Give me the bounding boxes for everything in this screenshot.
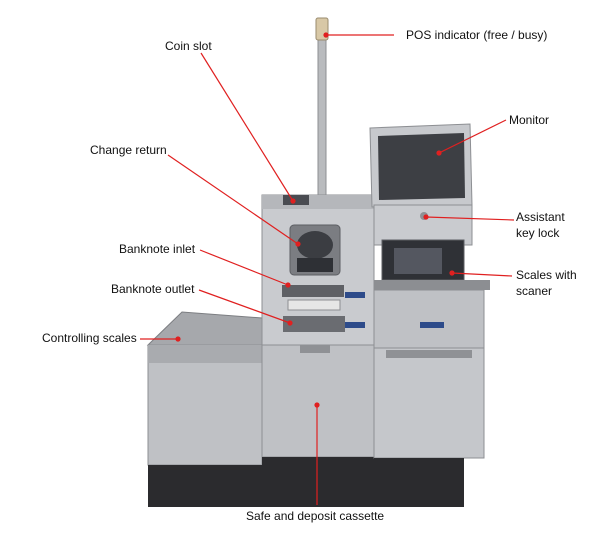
leader-coin-slot xyxy=(200,52,294,202)
pos-indicator-pole xyxy=(315,17,329,199)
label-safe-and-deposit-cassette: Safe and deposit cassette xyxy=(246,509,385,523)
controlling-scales-unit xyxy=(146,311,263,507)
label-assistant-key-lock-line1: Assistant xyxy=(516,210,565,224)
label-banknote-outlet: Banknote outlet xyxy=(111,282,195,296)
leader-scales-with-scaner xyxy=(451,272,513,277)
label-scales-with-scaner-line1: Scales with xyxy=(516,268,577,282)
label-pos-indicator: POS indicator (free / busy) xyxy=(406,28,548,42)
label-controlling-scales: Controlling scales xyxy=(42,331,137,345)
label-banknote-inlet: Banknote inlet xyxy=(119,242,196,256)
leader-monitor xyxy=(438,119,507,154)
leader-assistant-key-lock xyxy=(425,216,515,221)
label-assistant-key-lock-line2: key lock xyxy=(516,226,560,240)
leader-banknote-inlet xyxy=(199,249,289,286)
leader-banknote-outlet xyxy=(198,289,291,324)
leader-lines xyxy=(140,32,515,505)
label-coin-slot: Coin slot xyxy=(165,39,212,53)
leader-change-return xyxy=(167,154,299,245)
label-scales-with-scaner-line2: scaner xyxy=(516,284,553,298)
right-unit xyxy=(369,123,490,507)
label-change-return: Change return xyxy=(90,143,167,157)
label-monitor: Monitor xyxy=(509,113,550,127)
central-cabinet xyxy=(261,194,375,507)
